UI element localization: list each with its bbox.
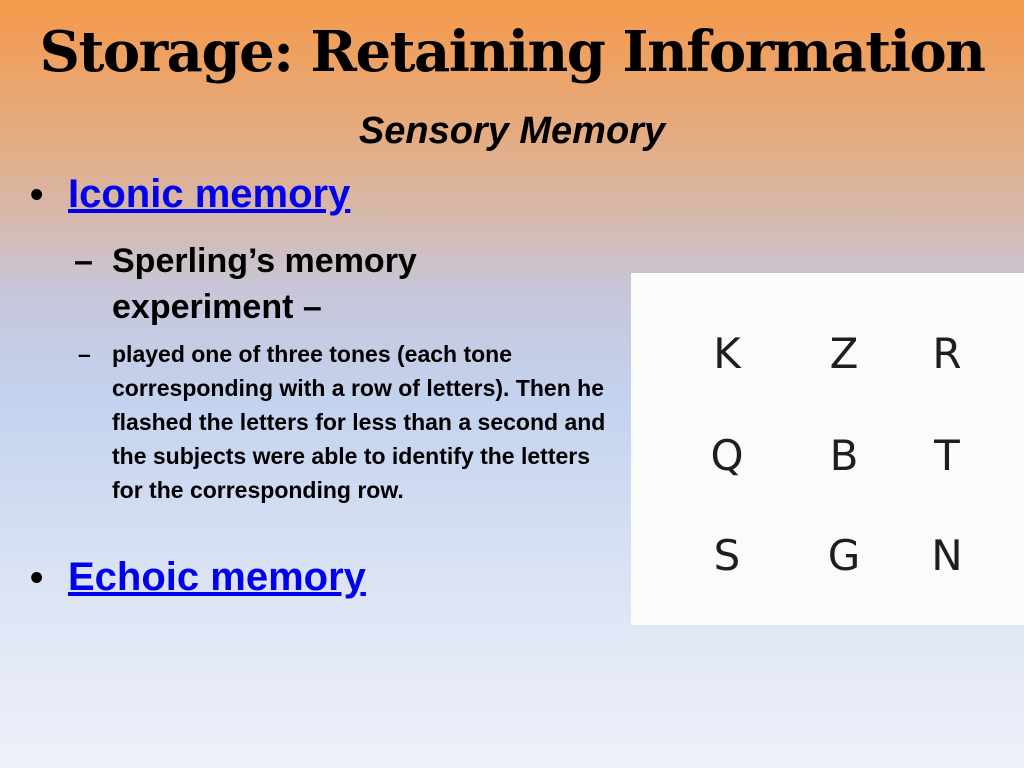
grid-letter: N (931, 531, 963, 580)
grid-letter: T (934, 431, 960, 480)
grid-letter: Q (710, 431, 744, 480)
page-title: Storage: Retaining Information (39, 19, 986, 85)
bullet-marker: • (30, 557, 44, 599)
sub-item-tones: – played one of three tones (each tone c… (78, 337, 622, 507)
sub-item-sperling: – Sperling’s memory experiment – (74, 238, 512, 330)
grid-letter: Z (829, 329, 859, 378)
bullet-echoic-memory: • Echoic memory (30, 555, 366, 600)
grid-letter: K (713, 329, 741, 378)
sub-item-marker: – (74, 242, 93, 280)
bullet-iconic-memory: • Iconic memory (30, 172, 350, 217)
grid-letter: R (932, 329, 962, 378)
sub-item-text: Sperling’s memory experiment – (112, 242, 417, 326)
grid-letter: S (713, 531, 741, 580)
sub-item-marker: – (78, 341, 91, 367)
bullet-marker: • (30, 174, 44, 216)
grid-letter: G (827, 531, 861, 580)
echoic-memory-link[interactable]: Echoic memory (68, 555, 366, 599)
grid-letter: B (829, 431, 859, 480)
sub-item-text: played one of three tones (each tone cor… (112, 341, 606, 503)
page-subtitle: Sensory Memory (358, 110, 666, 152)
iconic-memory-link[interactable]: Iconic memory (68, 172, 351, 216)
letter-grid-image: K Z R Q B T S G N (631, 273, 1024, 625)
